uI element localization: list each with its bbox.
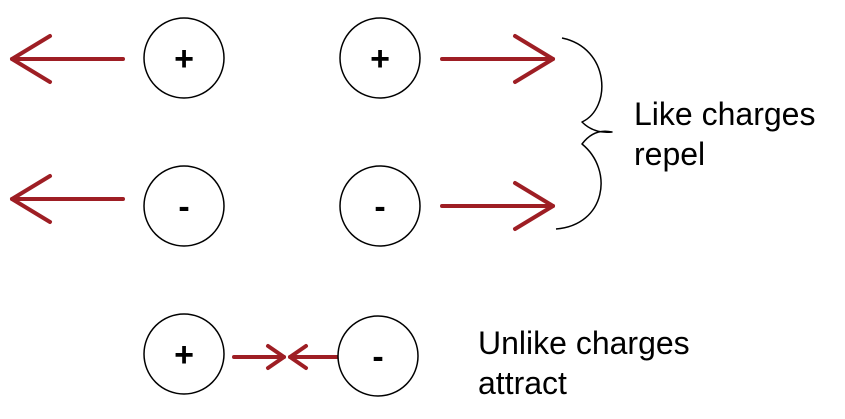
charge-top-left: +: [143, 17, 225, 99]
arrow-middle-right-outward: [440, 181, 555, 231]
like-charges-caption-line1: Like charges: [634, 96, 816, 132]
curly-brace: [555, 37, 613, 230]
charge-bottom-left: +: [143, 313, 225, 395]
charge-sign-top-left: +: [174, 40, 194, 78]
charge-sign-bottom-left: +: [174, 336, 194, 374]
charge-sign-middle-right: -: [374, 188, 385, 226]
arrow-middle-left-outward: [10, 174, 125, 224]
unlike-charges-caption-line1: Unlike charges: [478, 325, 690, 361]
charge-sign-middle-left: -: [178, 188, 189, 226]
arrow-bottom-inward-left: [288, 344, 339, 370]
like-charges-caption: Like charges repel: [634, 94, 815, 174]
charge-bottom-right: -: [337, 315, 419, 397]
like-charges-caption-line2: repel: [634, 136, 706, 172]
charge-sign-bottom-right: -: [372, 338, 383, 376]
unlike-charges-caption: Unlike charges attract: [478, 323, 690, 403]
arrow-top-right-outward: [440, 34, 555, 84]
arrow-bottom-inward-right: [232, 344, 286, 370]
charge-middle-left: -: [143, 165, 225, 247]
arrow-top-left-outward: [10, 34, 125, 84]
charge-sign-top-right: +: [370, 40, 390, 78]
unlike-charges-caption-line2: attract: [478, 365, 567, 401]
charge-top-right: +: [339, 17, 421, 99]
charge-middle-right: -: [339, 165, 421, 247]
